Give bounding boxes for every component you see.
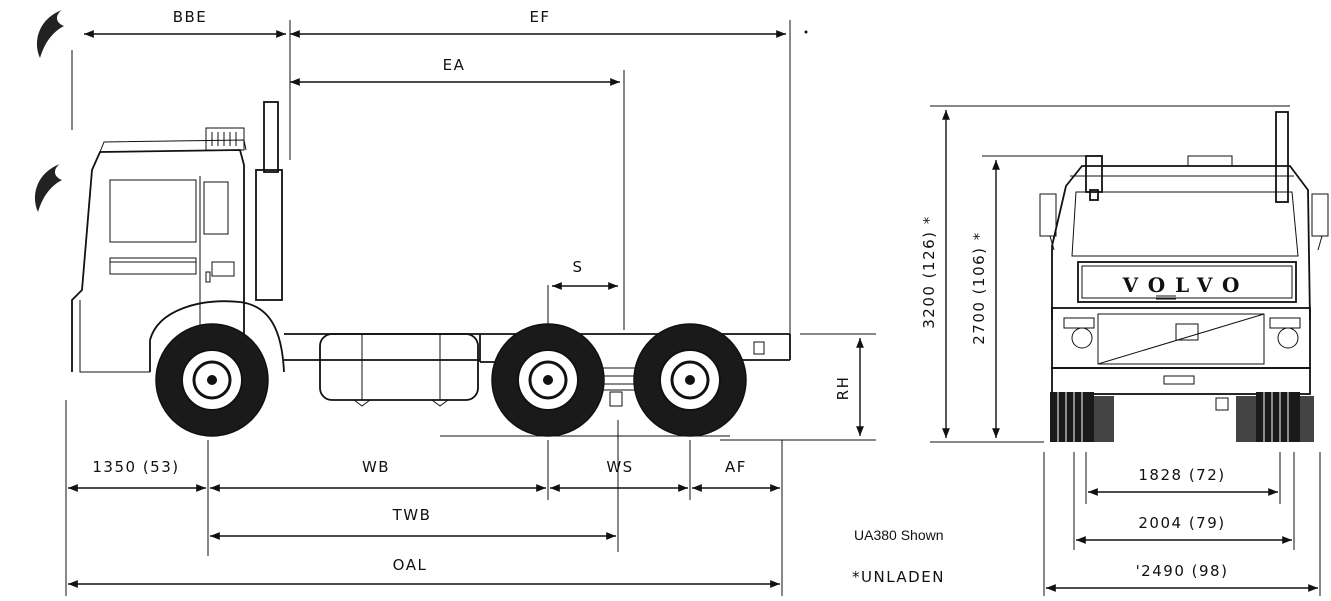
label-rh: RH: [834, 376, 852, 401]
dimension-rh: RH: [720, 333, 876, 441]
dimension-height-cab: 2700 (106) *: [970, 159, 1000, 438]
label-s: S: [572, 258, 583, 276]
dimension-s: S: [547, 258, 618, 330]
dimension-height-total: 3200 (126) *: [920, 110, 950, 438]
label-overall-width: '2490 (98): [1136, 562, 1229, 580]
dimension-track-front: 2004 (79): [1076, 514, 1292, 544]
grille-brand: VOLVO: [1122, 273, 1250, 297]
dimension-track-rear: 1828 (72): [1088, 466, 1278, 496]
rear-wheel-1: [491, 323, 605, 437]
dimension-ea: EA: [290, 56, 620, 86]
label-track-rear: 1828 (72): [1138, 466, 1225, 484]
dimension-twb: TWB: [209, 506, 616, 540]
label-oal: OAL: [393, 556, 428, 574]
label-ef: EF: [529, 8, 550, 26]
unladen-note: *UNLADEN: [852, 568, 945, 586]
label-height-total: 3200 (126) *: [920, 215, 938, 329]
dimension-bbe: BBE: [84, 8, 286, 38]
truck-front-view: VOLVO: [1039, 111, 1329, 442]
front-view-right-tyre: [1256, 392, 1300, 442]
truck-side-view: [71, 101, 791, 437]
label-wb: WB: [362, 458, 390, 476]
dimension-wb: WB: [209, 458, 546, 492]
label-track-front: 2004 (79): [1138, 514, 1225, 532]
label-af: AF: [725, 458, 747, 476]
label-ws: WS: [606, 458, 633, 476]
dimension-ef: EF: [290, 8, 808, 38]
label-ea: EA: [443, 56, 466, 74]
label-front-overhang: 1350 (53): [92, 458, 179, 476]
crescent-marker-icon: [34, 164, 62, 212]
dimension-ws: WS: [550, 458, 688, 492]
crescent-marker-icon: [36, 10, 64, 58]
dimension-oal: OAL: [68, 556, 780, 588]
dimension-front-overhang: 1350 (53): [68, 458, 207, 492]
front-view-left-tyre: [1050, 392, 1094, 442]
dimension-af: AF: [692, 458, 780, 492]
front-wheel: [155, 323, 269, 437]
label-bbe: BBE: [173, 8, 208, 26]
label-height-cab: 2700 (106) *: [970, 231, 988, 345]
rear-wheel-2: [633, 323, 747, 437]
model-shown-note: UA380 Shown: [854, 527, 944, 543]
label-twb: TWB: [392, 506, 432, 524]
dimension-overall-width: '2490 (98): [1046, 562, 1318, 592]
